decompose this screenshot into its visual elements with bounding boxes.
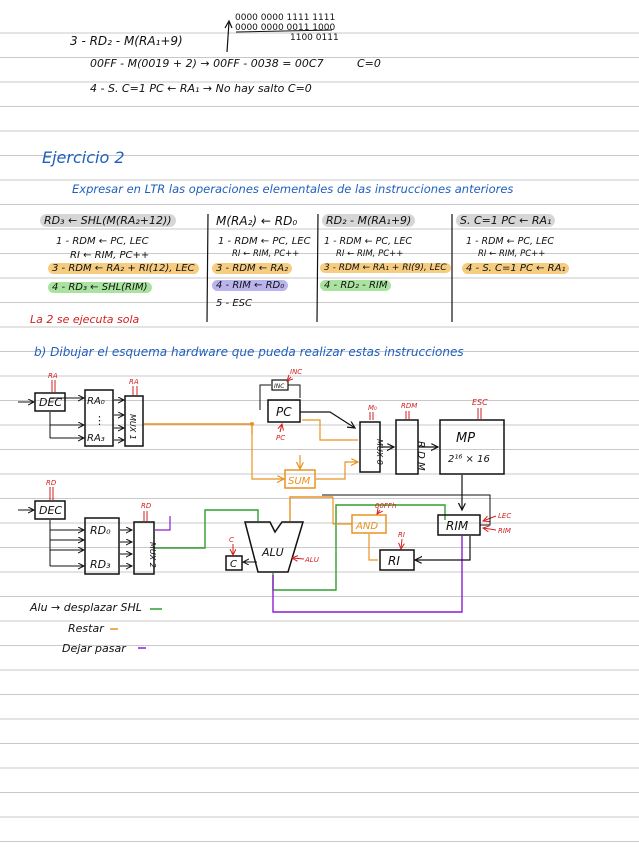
notebook-page: 0000 0000 1111 1111 0000 0000 0011 1000 … [0, 0, 639, 848]
alu-note-markers [0, 0, 639, 848]
